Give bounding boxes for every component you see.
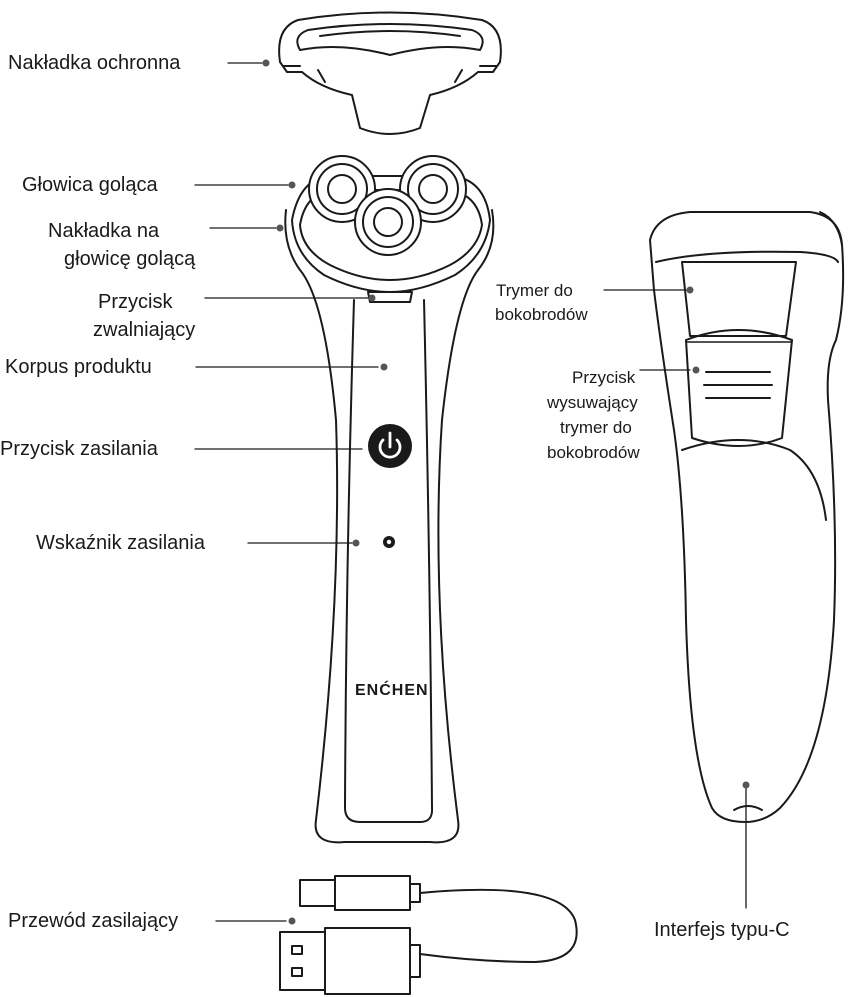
label-trimmer-1: Trymer do [496,279,573,303]
protective-cap-drawing [279,13,501,135]
front-shaver-drawing [285,156,493,842]
brand-logo: ENĆHEN [355,678,429,704]
label-trimmer-2: bokobrodów [495,303,588,327]
label-power-indicator: Wskaźnik zasilania [36,530,205,556]
power-button-icon [368,424,412,468]
label-cable: Przewód zasilający [8,908,178,934]
label-protective-cap: Nakładka ochronna [8,50,180,76]
label-head-cover-2: głowicę golącą [64,246,195,272]
label-trim-button-3: trymer do [560,416,632,440]
label-power-button: Przycisk zasilania [0,436,158,462]
label-head-cover-1: Nakładka na [48,218,159,244]
cable-drawing [280,876,577,994]
label-release-1: Przycisk [98,289,172,315]
label-shaving-head: Głowica goląca [22,172,158,198]
power-indicator-icon [383,536,395,548]
side-shaver-drawing [650,212,843,822]
label-type-c: Interfejs typu-C [654,917,790,943]
label-release-2: zwalniający [93,317,195,343]
label-body: Korpus produktu [5,354,152,380]
label-trim-button-4: bokobrodów [547,441,640,465]
label-trim-button-2: wysuwający [547,391,638,415]
leader-lines [195,63,746,921]
label-trim-button-1: Przycisk [572,366,635,390]
